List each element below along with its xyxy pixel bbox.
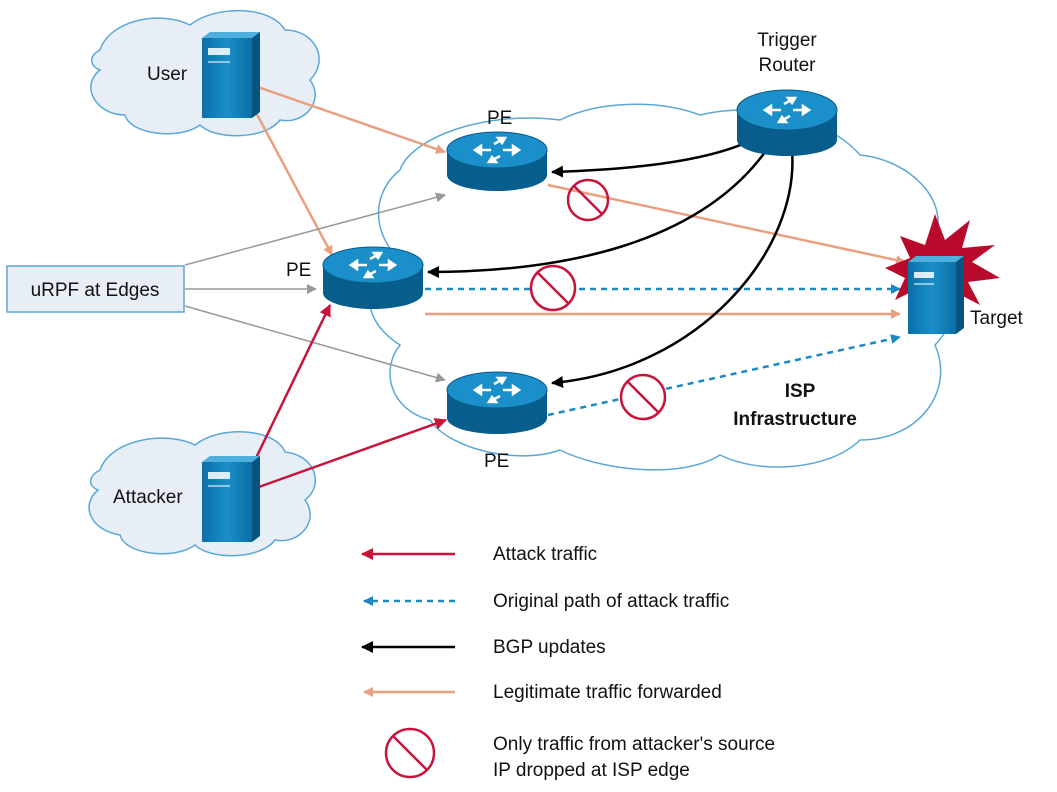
urpf-box xyxy=(6,265,185,313)
isp-label-line2: Infrastructure xyxy=(733,409,857,430)
prohibited-icon xyxy=(619,373,667,421)
legend-attack-label: Attack traffic xyxy=(493,544,597,565)
original-attack-path-pe-bot xyxy=(547,334,901,417)
legend-drop-label-line1: Only traffic from attacker's source xyxy=(493,734,775,755)
pe-mid-label: PE xyxy=(286,260,311,281)
bgp-update-to-pe-top xyxy=(551,138,753,178)
pe-bot-label: PE xyxy=(484,451,509,472)
legit-traffic-user-to-pe-top xyxy=(251,83,446,154)
prohibited-icon xyxy=(529,264,577,312)
target-label: Target xyxy=(970,308,1024,329)
user-label: User xyxy=(147,64,188,85)
trigger-router-label-line2: Router xyxy=(758,55,816,76)
isp-label-line1: ISP xyxy=(785,381,816,402)
server-icon xyxy=(908,256,964,334)
router-icon xyxy=(736,89,838,156)
router-icon xyxy=(322,246,424,309)
bgp-update-to-pe-mid xyxy=(427,147,770,278)
trigger-router-label-line1: Trigger xyxy=(757,30,817,51)
attacker-label: Attacker xyxy=(113,487,183,508)
bgp-update-to-pe-bot xyxy=(551,149,794,389)
legend: Attack traffic Original path of attack t… xyxy=(361,544,775,781)
pe-top-label: PE xyxy=(487,108,512,129)
legend-bgp-label: BGP updates xyxy=(493,637,606,658)
server-icon xyxy=(202,456,260,542)
urpf-arrow-to-pe-bot xyxy=(184,305,446,383)
legit-traffic-user-to-pe-mid xyxy=(250,104,334,256)
legend-legit-label: Legitimate traffic forwarded xyxy=(493,682,722,703)
server-icon xyxy=(202,32,260,118)
attack-traffic-to-pe-mid xyxy=(253,304,332,461)
urpf-label: uRPF at Edges xyxy=(31,280,160,301)
router-icon xyxy=(446,371,548,434)
legend-original-label: Original path of attack traffic xyxy=(493,591,729,612)
urpf-arrow-to-pe-top xyxy=(184,192,446,266)
attack-traffic-to-pe-bot xyxy=(255,418,447,490)
router-icon xyxy=(446,131,548,191)
prohibited-icon xyxy=(566,178,610,222)
legend-drop-label-line2: IP dropped at ISP edge xyxy=(493,760,690,781)
legend-prohibited-icon xyxy=(384,727,436,779)
